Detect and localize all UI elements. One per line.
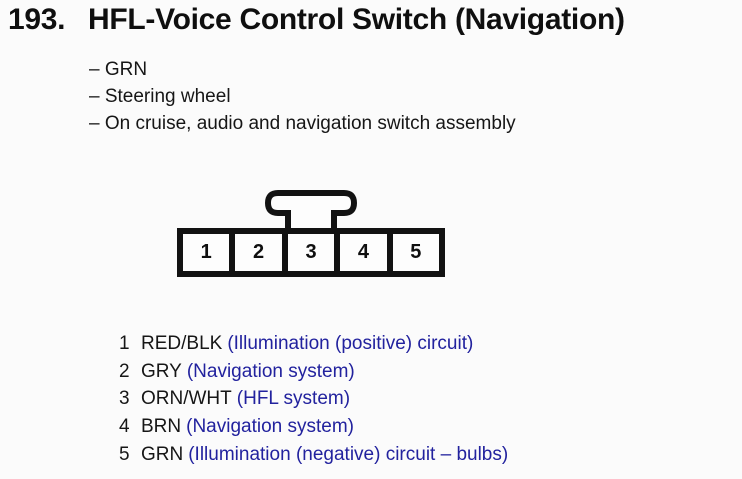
pin-wire-color: RED/BLK xyxy=(141,333,223,354)
detail-line-location: – Steering wheel xyxy=(89,86,231,107)
pin-number: 3 xyxy=(119,388,130,410)
pin-wire-color: ORN/WHT xyxy=(141,388,232,410)
pin-wire-color: GRN xyxy=(141,443,184,465)
pin-row: 1 RED/BLK(Illumination (positive) circuit… xyxy=(119,330,508,358)
connector-pin-cell-3: 3 xyxy=(281,234,334,271)
pin-number: 5 xyxy=(119,443,130,465)
pin-number: 4 xyxy=(119,416,130,438)
pin-circuit: (Navigation system) xyxy=(186,416,355,438)
connector-pin-cell-1: 1 xyxy=(200,241,212,263)
pin-wire-color: BRN xyxy=(141,416,182,438)
pin-row: 5 GRN(Illumination (negative) circuit – b… xyxy=(119,441,508,469)
pin-circuit: (HFL system) xyxy=(236,388,351,410)
pinout-list: 1 RED/BLK(Illumination (positive) circuit… xyxy=(119,330,508,469)
pin-circuit: (Illumination (positive) circuit) xyxy=(227,333,474,354)
pin-row: 2 GRY(Navigation system) xyxy=(119,358,508,386)
section-title: HFL-Voice Control Switch (Navigation) xyxy=(88,3,625,36)
connector-diagram: 1 2 3 4 5 xyxy=(177,189,445,277)
pin-row: 4 BRN(Navigation system) xyxy=(119,413,508,441)
pin-wire-color: GRY xyxy=(141,360,182,382)
connector-pin-cell-4: 4 xyxy=(334,234,386,271)
connector-body: 1 2 3 4 5 xyxy=(177,228,445,277)
detail-line-assembly: – On cruise, audio and navigation switch… xyxy=(89,113,516,134)
connector-latch-icon xyxy=(264,190,358,228)
connector-pin-cell-2: 2 xyxy=(229,234,281,271)
pin-number: 1 xyxy=(119,333,130,354)
detail-line-color: – GRN xyxy=(89,59,148,80)
pin-row: 3 ORN/WHT(HFL system) xyxy=(119,385,508,413)
page-title: 193. HFL-Voice Control Switch (Navigatio… xyxy=(8,3,625,37)
pin-circuit: (Illumination (negative) circuit – bulbs… xyxy=(188,443,509,465)
section-number: 193. xyxy=(8,3,66,36)
pin-circuit: (Navigation system) xyxy=(186,360,355,382)
pin-number: 2 xyxy=(119,360,130,382)
connector-pin-cell-5: 5 xyxy=(386,234,439,271)
detail-list: – GRN – Steering wheel – On cruise, audi… xyxy=(89,56,516,137)
